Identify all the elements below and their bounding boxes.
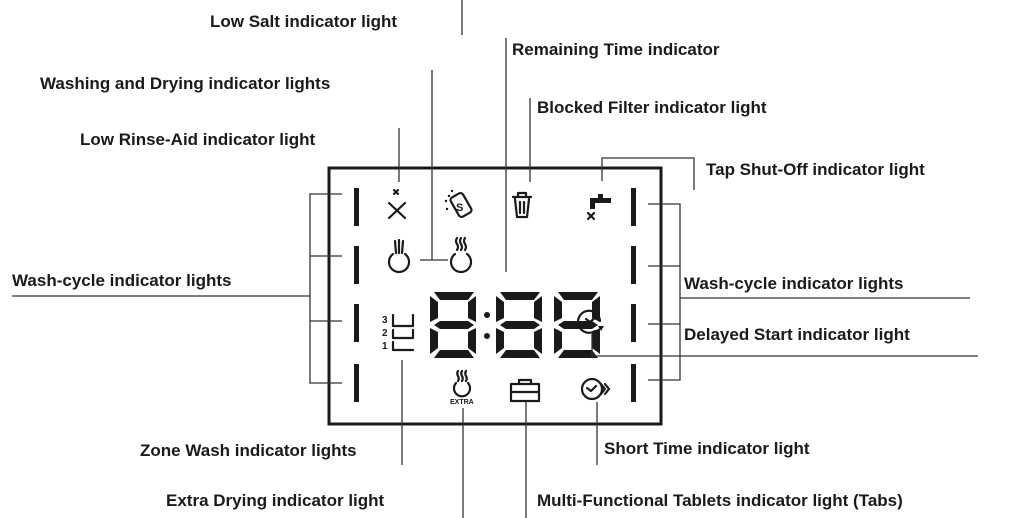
short-time-label: Short Time indicator light: [604, 439, 810, 458]
filter-icon: [511, 191, 533, 219]
wash-cycle-bar: [631, 364, 636, 402]
tap-icon: [586, 194, 611, 221]
colon-dot: [484, 333, 490, 339]
wash-cycle-bar: [354, 364, 359, 402]
wash-cycle-bar: [354, 188, 359, 226]
left-wash-cycle-bars: [354, 188, 359, 402]
zone-wash-icon: 3 2 1: [382, 313, 415, 352]
rinse-aid-icon: [387, 188, 407, 220]
remaining-time-display: [430, 292, 600, 358]
extra-label: EXTRA: [450, 399, 474, 406]
leader-lines: [12, 0, 978, 518]
zone-level-1: 1: [382, 341, 388, 352]
right-wash-cycle-bars: [631, 188, 636, 402]
colon-dot: [484, 312, 490, 318]
tap-shutoff-label: Tap Shut-Off indicator light: [706, 160, 925, 179]
digit-8: [496, 292, 542, 358]
zone-wash-label: Zone Wash indicator lights: [140, 441, 357, 460]
wash-cycle-bar: [631, 188, 636, 226]
wash-cycle-bar: [354, 304, 359, 342]
tablet-icon: [509, 378, 541, 403]
extra-drying-icon: EXTRA: [450, 369, 474, 406]
digit-8: [430, 292, 476, 358]
digit-8: [554, 292, 600, 358]
low-salt-label: Low Salt indicator light: [210, 12, 397, 31]
wash-cycle-right-label: Wash-cycle indicator lights: [684, 274, 904, 293]
wash-cycle-left-label: Wash-cycle indicator lights: [12, 271, 232, 290]
svg-text:S: S: [456, 202, 463, 214]
washing-drying-label: Washing and Drying indicator lights: [40, 74, 331, 93]
display-panel-frame: [327, 166, 663, 426]
zone-level-3: 3: [382, 315, 388, 326]
wash-cycle-bar: [631, 246, 636, 284]
zone-level-2: 2: [382, 328, 388, 339]
washing-icon: [387, 238, 411, 274]
multi-tablets-label: Multi-Functional Tablets indicator light…: [537, 491, 903, 510]
blocked-filter-label: Blocked Filter indicator light: [537, 98, 767, 117]
delayed-start-label: Delayed Start indicator light: [684, 325, 910, 344]
delay-clock-icon: [576, 309, 604, 334]
extra-drying-label: Extra Drying indicator light: [166, 491, 385, 510]
salt-icon: S: [444, 189, 473, 219]
wash-cycle-bar: [354, 246, 359, 284]
low-rinse-aid-label: Low Rinse-Aid indicator light: [80, 130, 316, 149]
short-time-icon: [580, 377, 611, 401]
remaining-time-label: Remaining Time indicator: [512, 40, 720, 59]
wash-cycle-bar: [631, 304, 636, 342]
drying-icon: [449, 236, 473, 274]
